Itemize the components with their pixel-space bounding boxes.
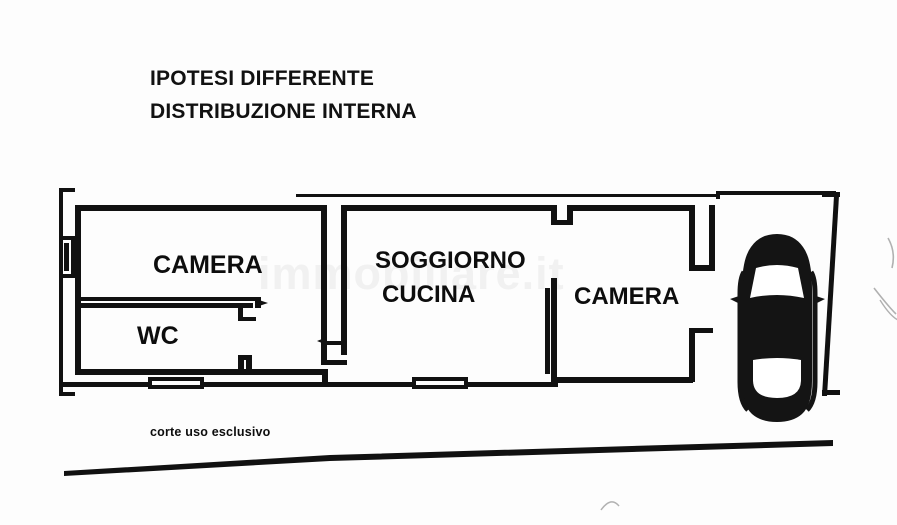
title-line-1: IPOTESI DIFFERENTE xyxy=(150,67,375,90)
room-walls-camera-2 xyxy=(557,205,715,383)
boundary-wall-right-slanted xyxy=(822,192,840,396)
annotation-courtyard: corte uso esclusivo xyxy=(150,425,271,439)
exterior-wall-top xyxy=(296,191,836,199)
room-label-camera-1: CAMERA xyxy=(153,251,263,279)
title-line-2: DISTRIBUZIONE INTERNA xyxy=(150,100,417,123)
courtyard-boundary-line xyxy=(64,440,833,476)
window-opening-left xyxy=(63,236,75,278)
exterior-wall-bottom xyxy=(63,369,558,389)
room-label-wc: WC xyxy=(137,322,179,350)
car-top-view xyxy=(730,234,825,422)
boundary-wall-left xyxy=(59,188,75,396)
room-label-camera-2: CAMERA xyxy=(574,283,680,310)
drawing-title: IPOTESI DIFFERENTE DISTRIBUZIONE INTERNA xyxy=(150,62,570,128)
room-walls-soggiorno-cucina xyxy=(341,205,695,382)
room-label-soggiorno: SOGGIORNO xyxy=(375,247,526,274)
room-walls-camera-1 xyxy=(75,205,327,365)
corridor-walls xyxy=(317,205,347,365)
room-label-cucina: CUCINA xyxy=(382,281,476,308)
door-camera-1 xyxy=(238,299,268,321)
room-walls-wc xyxy=(75,303,324,375)
